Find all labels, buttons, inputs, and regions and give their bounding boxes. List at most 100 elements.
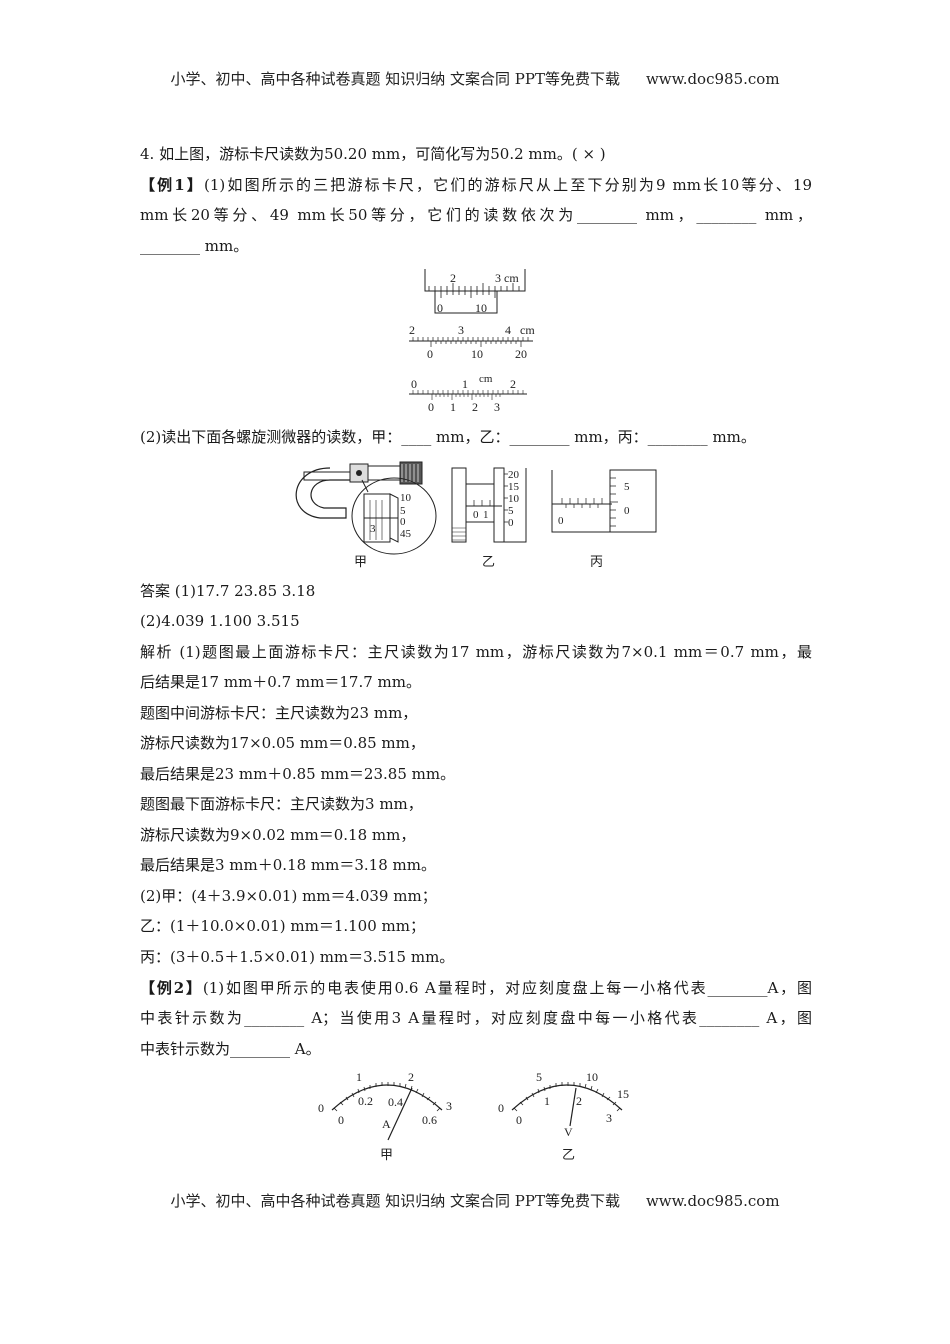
jia-lower-0: 0	[338, 1113, 344, 1127]
yi-lower-2: 2	[576, 1094, 582, 1108]
analysis-line-2: 后结果是17 mm＋0.7 mm＝17.7 mm。	[140, 673, 421, 691]
yi-lower-3: 3	[606, 1111, 612, 1125]
yi-lower-0: 0	[516, 1113, 522, 1127]
jia-needle	[387, 1087, 413, 1141]
meter-jia: 1 2 3 0 0 0.2 0.4 0.6 A 甲	[318, 1070, 452, 1162]
header-text: 小学、初中、高中各种试卷真题 知识归纳 文案合同 PPT等免费下载	[170, 70, 620, 88]
bing-thimble-0: 0	[624, 505, 630, 517]
jia-upper-2: 2	[408, 1070, 414, 1084]
c1-vernier-0: 0	[437, 301, 443, 315]
jia-label: 甲	[354, 554, 367, 569]
header-site: www.doc985.com	[645, 70, 780, 88]
analysis-line-6: 题图最下面游标卡尺：主尺读数为3 mm，	[140, 795, 423, 813]
caliper-2: 2 3 4 cm 0 10 20	[409, 323, 535, 361]
jia-upper-1: 1	[356, 1070, 362, 1084]
jia-unit: A	[382, 1117, 391, 1131]
ex1-answer-l1: 答案 (1)17.7 23.85 3.18	[140, 582, 316, 600]
analysis-line-3: 题图中间游标卡尺：主尺读数为23 mm，	[140, 704, 418, 722]
yi-lower-1: 1	[544, 1094, 550, 1108]
ex1-p1-l1: (1)如图所示的三把游标卡尺，它们的游标尺从上至下分别为9 mm长10等分、19	[204, 176, 813, 194]
ex1-p1-l3: ________ mm。	[140, 237, 249, 255]
jia-lower-06: 0.6	[422, 1113, 437, 1127]
yi-thimble-10: 10	[508, 493, 520, 505]
c1-vernier-10: 10	[475, 301, 487, 315]
analysis-line-9: (2)甲：(4＋3.9×0.01) mm＝4.039 mm；	[140, 887, 437, 905]
ex2-l3: 中表针示数为________ A。	[140, 1040, 321, 1058]
yi-needle	[569, 1087, 577, 1127]
analysis-line-4: 游标尺读数为17×0.05 mm＝0.85 mm，	[140, 734, 425, 752]
c1-main-2: 2	[450, 271, 456, 285]
footer-site: www.doc985.com	[645, 1192, 780, 1210]
yi-upper-0: 0	[498, 1101, 504, 1115]
jia-sleeve-3: 3	[370, 523, 376, 535]
meters-figure: 1 2 3 0 0 0.2 0.4 0.6 A 甲 0 5 10 15 0 1 …	[318, 1070, 629, 1162]
jia-upper-3: 3	[446, 1099, 452, 1113]
bing-sleeve-0: 0	[558, 515, 564, 527]
c3-main-2: 2	[510, 377, 516, 391]
yi-sleeve-1: 1	[483, 509, 489, 521]
footer-text: 小学、初中、高中各种试卷真题 知识归纳 文案合同 PPT等免费下载	[170, 1192, 620, 1210]
jia-thimble-0: 0	[400, 516, 406, 528]
analysis-line-11: 丙：(3＋0.5＋1.5×0.01) mm＝3.515 mm。	[140, 948, 455, 966]
yi-thimble-0: 0	[508, 517, 514, 529]
c2-vernier-10: 10	[471, 347, 483, 361]
c2-main-3: 3	[458, 323, 464, 337]
c3-vernier-3: 3	[494, 400, 500, 414]
c2-vernier-0: 0	[427, 347, 433, 361]
yi-upper-10: 10	[586, 1070, 598, 1084]
c3-main-cm: cm	[479, 373, 493, 385]
analysis-line-5: 最后结果是23 mm＋0.85 mm＝23.85 mm。	[140, 765, 456, 783]
ex1-tag: 【例1】	[140, 176, 205, 194]
c2-main-cm: cm	[520, 323, 535, 337]
c3-main-0: 0	[411, 377, 417, 391]
yi-upper-5: 5	[536, 1070, 542, 1084]
ex2-l2: 中表针示数为________ A；当使用3 A量程时，对应刻度盘中每一小格代表_…	[140, 1009, 812, 1027]
analysis-line-10: 乙：(1＋10.0×0.01) mm＝1.100 mm；	[140, 917, 425, 935]
item-4: 4. 如上图，游标卡尺读数为50.20 mm，可简化写为50.2 mm。( × …	[140, 145, 606, 163]
jia-thimble-45: 45	[400, 528, 412, 540]
bing-label: 丙	[590, 554, 603, 569]
micrometer-yi: 0 1 20 15 10 5 0 乙	[451, 467, 527, 569]
caliper-1: 2 3 cm 0 10	[424, 269, 526, 315]
page-header: 小学、初中、高中各种试卷真题 知识归纳 文案合同 PPT等免费下载 www.doc…	[0, 68, 950, 89]
yi-thimble-20: 20	[508, 469, 520, 481]
analysis-line-1: 解析 (1)题图最上面游标卡尺：主尺读数为17 mm，游标尺读数为7×0.1 m…	[140, 643, 812, 661]
meter-yi-label: 乙	[562, 1147, 575, 1162]
micrometer-bing: 0 5 0 丙	[551, 469, 657, 569]
c3-vernier-1: 1	[450, 400, 456, 414]
jia-upper-0: 0	[318, 1101, 324, 1115]
c2-vernier-20: 20	[515, 347, 527, 361]
c2-main-4: 4	[505, 323, 511, 337]
micrometer-jia: 3 10 5 0 45 甲	[295, 461, 437, 569]
bing-thimble-5: 5	[624, 481, 630, 493]
yi-thimble-15: 15	[508, 481, 520, 493]
yi-thimble-5: 5	[508, 505, 514, 517]
c1-main-3cm: 3 cm	[495, 271, 519, 285]
c3-vernier-2: 2	[472, 400, 478, 414]
jia-thimble-10: 10	[400, 492, 412, 504]
yi-label: 乙	[482, 554, 495, 569]
c3-vernier-0: 0	[428, 400, 434, 414]
yi-sleeve-0: 0	[473, 509, 479, 521]
ex1-answer-l2: (2)4.039 1.100 3.515	[140, 612, 300, 630]
page-footer: 小学、初中、高中各种试卷真题 知识归纳 文案合同 PPT等免费下载 www.doc…	[0, 1190, 950, 1211]
analysis-line-7: 游标尺读数为9×0.02 mm＝0.18 mm，	[140, 826, 416, 844]
yi-unit: V	[564, 1125, 573, 1139]
ex1-p1-l2: mm长20等分、49 mm长50等分，它们的读数依次为________ mm，_…	[140, 206, 812, 224]
micrometers-figure: 3 10 5 0 45 甲 0 1 20 15 10 5 0 乙 0 5 0 丙	[295, 461, 657, 569]
ex2-tag: 【例2】	[140, 979, 203, 997]
jia-thimble-5: 5	[400, 505, 406, 517]
ex1-p2: (2)读出下面各螺旋测微器的读数，甲：____ mm，乙：________ mm…	[140, 428, 756, 446]
analysis-line-8: 最后结果是3 mm＋0.18 mm＝3.18 mm。	[140, 856, 436, 874]
c2-main-2: 2	[409, 323, 415, 337]
vernier-calipers-figure: 2 3 cm 0 10 2 3 4 cm 0 10 20 0 1 cm 2 0 …	[409, 269, 535, 414]
c3-main-1: 1	[462, 377, 468, 391]
jia-lower-04: 0.4	[388, 1095, 403, 1109]
meter-jia-label: 甲	[380, 1147, 393, 1162]
ex1-line-1: 【例1】(1)如图所示的三把游标卡尺，它们的游标尺从上至下分别为9 mm长10等…	[140, 175, 812, 195]
jia-lower-02: 0.2	[358, 1094, 373, 1108]
caliper-3: 0 1 cm 2 0 1 2 3	[409, 373, 527, 414]
yi-upper-15: 15	[617, 1087, 629, 1101]
meter-yi: 0 5 10 15 0 1 2 3 V 乙	[498, 1070, 629, 1162]
ex2-l1: (1)如图甲所示的电表使用0.6 A量程时，对应刻度盘上每一小格代表______…	[202, 979, 812, 997]
